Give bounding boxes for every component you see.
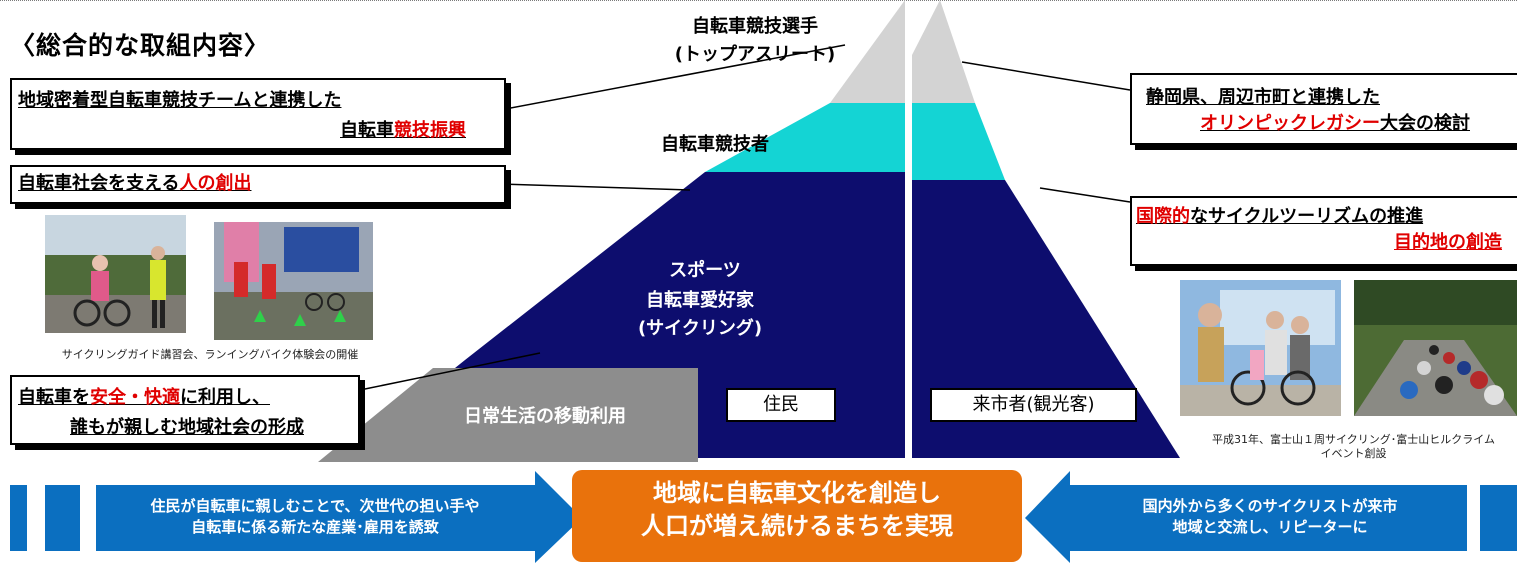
- right-arrow-shape: [1025, 471, 1467, 563]
- daily-use-layer: [318, 368, 698, 462]
- fuji-cycling-photo: [1180, 280, 1341, 416]
- right-photo-caption-2: イベント創設: [1320, 447, 1387, 460]
- human-resources-text: 自転車社会を支える人の創出: [18, 173, 251, 195]
- olympic-legacy-box: 静岡県、周辺市町と連携した オリンピックレガシー大会の検討: [1130, 73, 1517, 145]
- community-line1-b: 安全・快適: [90, 387, 180, 408]
- olympic-legacy-line1: 静岡県、周辺市町と連携した: [1146, 87, 1380, 108]
- run-bike-photo: [214, 222, 373, 340]
- team-promotion-line2-b: 競技振興: [394, 120, 466, 141]
- cycle-tourism-line1-b: なサイクルツーリズムの推進: [1190, 206, 1424, 227]
- community-line1-c: に利用し、: [180, 387, 270, 408]
- left-pyramid-cyan-band: [705, 103, 905, 172]
- left-accent-bar-2: [45, 485, 80, 551]
- right-pyramid-silver-top: [912, 0, 975, 103]
- community-line1: 自転車を安全・快適に利用し、: [18, 387, 270, 409]
- top-divider: [0, 0, 1517, 1]
- cycle-tourism-line2: 目的地の創造: [1394, 232, 1502, 253]
- cycle-tourism-line1-a: 国際的: [1136, 206, 1190, 227]
- connector-line: [359, 352, 541, 391]
- right-accent-bar: [1480, 485, 1517, 551]
- left-photo-caption: サイクリングガイド講習会、ランイングバイク体験会の開催: [61, 348, 359, 361]
- olympic-legacy-line2: オリンピックレガシー大会の検討: [1200, 113, 1470, 135]
- cycle-tourism-line1: 国際的なサイクルツーリズムの推進: [1136, 206, 1423, 228]
- goal-line2: 人口が増え続けるまちを実現: [641, 512, 953, 540]
- team-promotion-line1: 地域密着型自転車競技チームと連携した: [18, 90, 342, 111]
- human-resources-text-a: 自転車社会を支える: [18, 173, 180, 194]
- connector-line: [499, 44, 846, 111]
- community-box: 自転車を安全・快適に利用し、 誰もが親しむ地域社会の形成: [10, 375, 360, 445]
- top-athlete-sub-label: (トップアスリート): [674, 44, 836, 65]
- connector-line: [1039, 187, 1131, 203]
- right-arrow-line2: 地域と交流し、リピーターに: [1172, 518, 1368, 536]
- human-resources-text-b: 人の創出: [179, 173, 252, 194]
- visitor-label: 来市者(観光客): [930, 388, 1137, 422]
- hill-climb-photo: [1354, 280, 1517, 416]
- enthusiast-sub-label: (サイクリング): [637, 318, 763, 339]
- right-photo-caption-1: 平成31年、富士山１周サイクリング･富士山ヒルクライム: [1211, 433, 1496, 446]
- goal-line1: 地域に自転車文化を創造し: [653, 479, 941, 507]
- competitor-label: 自転車競技者: [661, 134, 769, 155]
- left-arrow-shape: [96, 471, 582, 563]
- left-arrow-line2: 自転車に係る新たな産業･雇用を誘致: [191, 518, 439, 536]
- cycle-tourism-box: 国際的なサイクルツーリズムの推進 目的地の創造: [1130, 196, 1517, 266]
- community-line1-a: 自転車を: [18, 387, 90, 408]
- goal-box: 地域に自転車文化を創造し 人口が増え続けるまちを実現: [572, 470, 1022, 562]
- daily-use-label: 日常生活の移動利用: [464, 406, 626, 427]
- left-pyramid-silver-top: [830, 0, 905, 103]
- resident-label: 住民: [726, 388, 836, 422]
- connector-line: [499, 183, 691, 191]
- top-athlete-label: 自転車競技選手: [692, 16, 818, 37]
- community-line2: 誰もが親しむ地域社会の形成: [70, 417, 304, 438]
- enthusiast-label: 自転車愛好家: [646, 290, 754, 311]
- section-title: 〈総合的な取組内容〉: [10, 31, 271, 60]
- olympic-legacy-line2-a: オリンピックレガシー: [1200, 113, 1380, 134]
- left-accent-bar: [10, 485, 27, 551]
- team-promotion-line2-a: 自転車: [340, 120, 394, 141]
- sports-label: スポーツ: [669, 260, 741, 281]
- right-arrow-line1: 国内外から多くのサイクリストが来市: [1142, 497, 1398, 515]
- human-resources-box: 自転車社会を支える人の創出: [10, 165, 506, 204]
- left-pyramid-navy-main: [705, 172, 905, 458]
- cycling-guide-photo: [45, 215, 186, 333]
- olympic-legacy-line2-b: 大会の検討: [1380, 113, 1470, 134]
- right-pyramid-cyan-band: [912, 103, 1005, 180]
- left-arrow-line1: 住民が自転車に親しむことで、次世代の担い手や: [150, 497, 480, 515]
- team-promotion-box: 地域密着型自転車競技チームと連携した 自転車競技振興: [10, 78, 506, 150]
- left-pyramid-navy: [455, 172, 705, 458]
- connector-line: [961, 61, 1131, 91]
- team-promotion-line2: 自転車競技振興: [340, 120, 466, 142]
